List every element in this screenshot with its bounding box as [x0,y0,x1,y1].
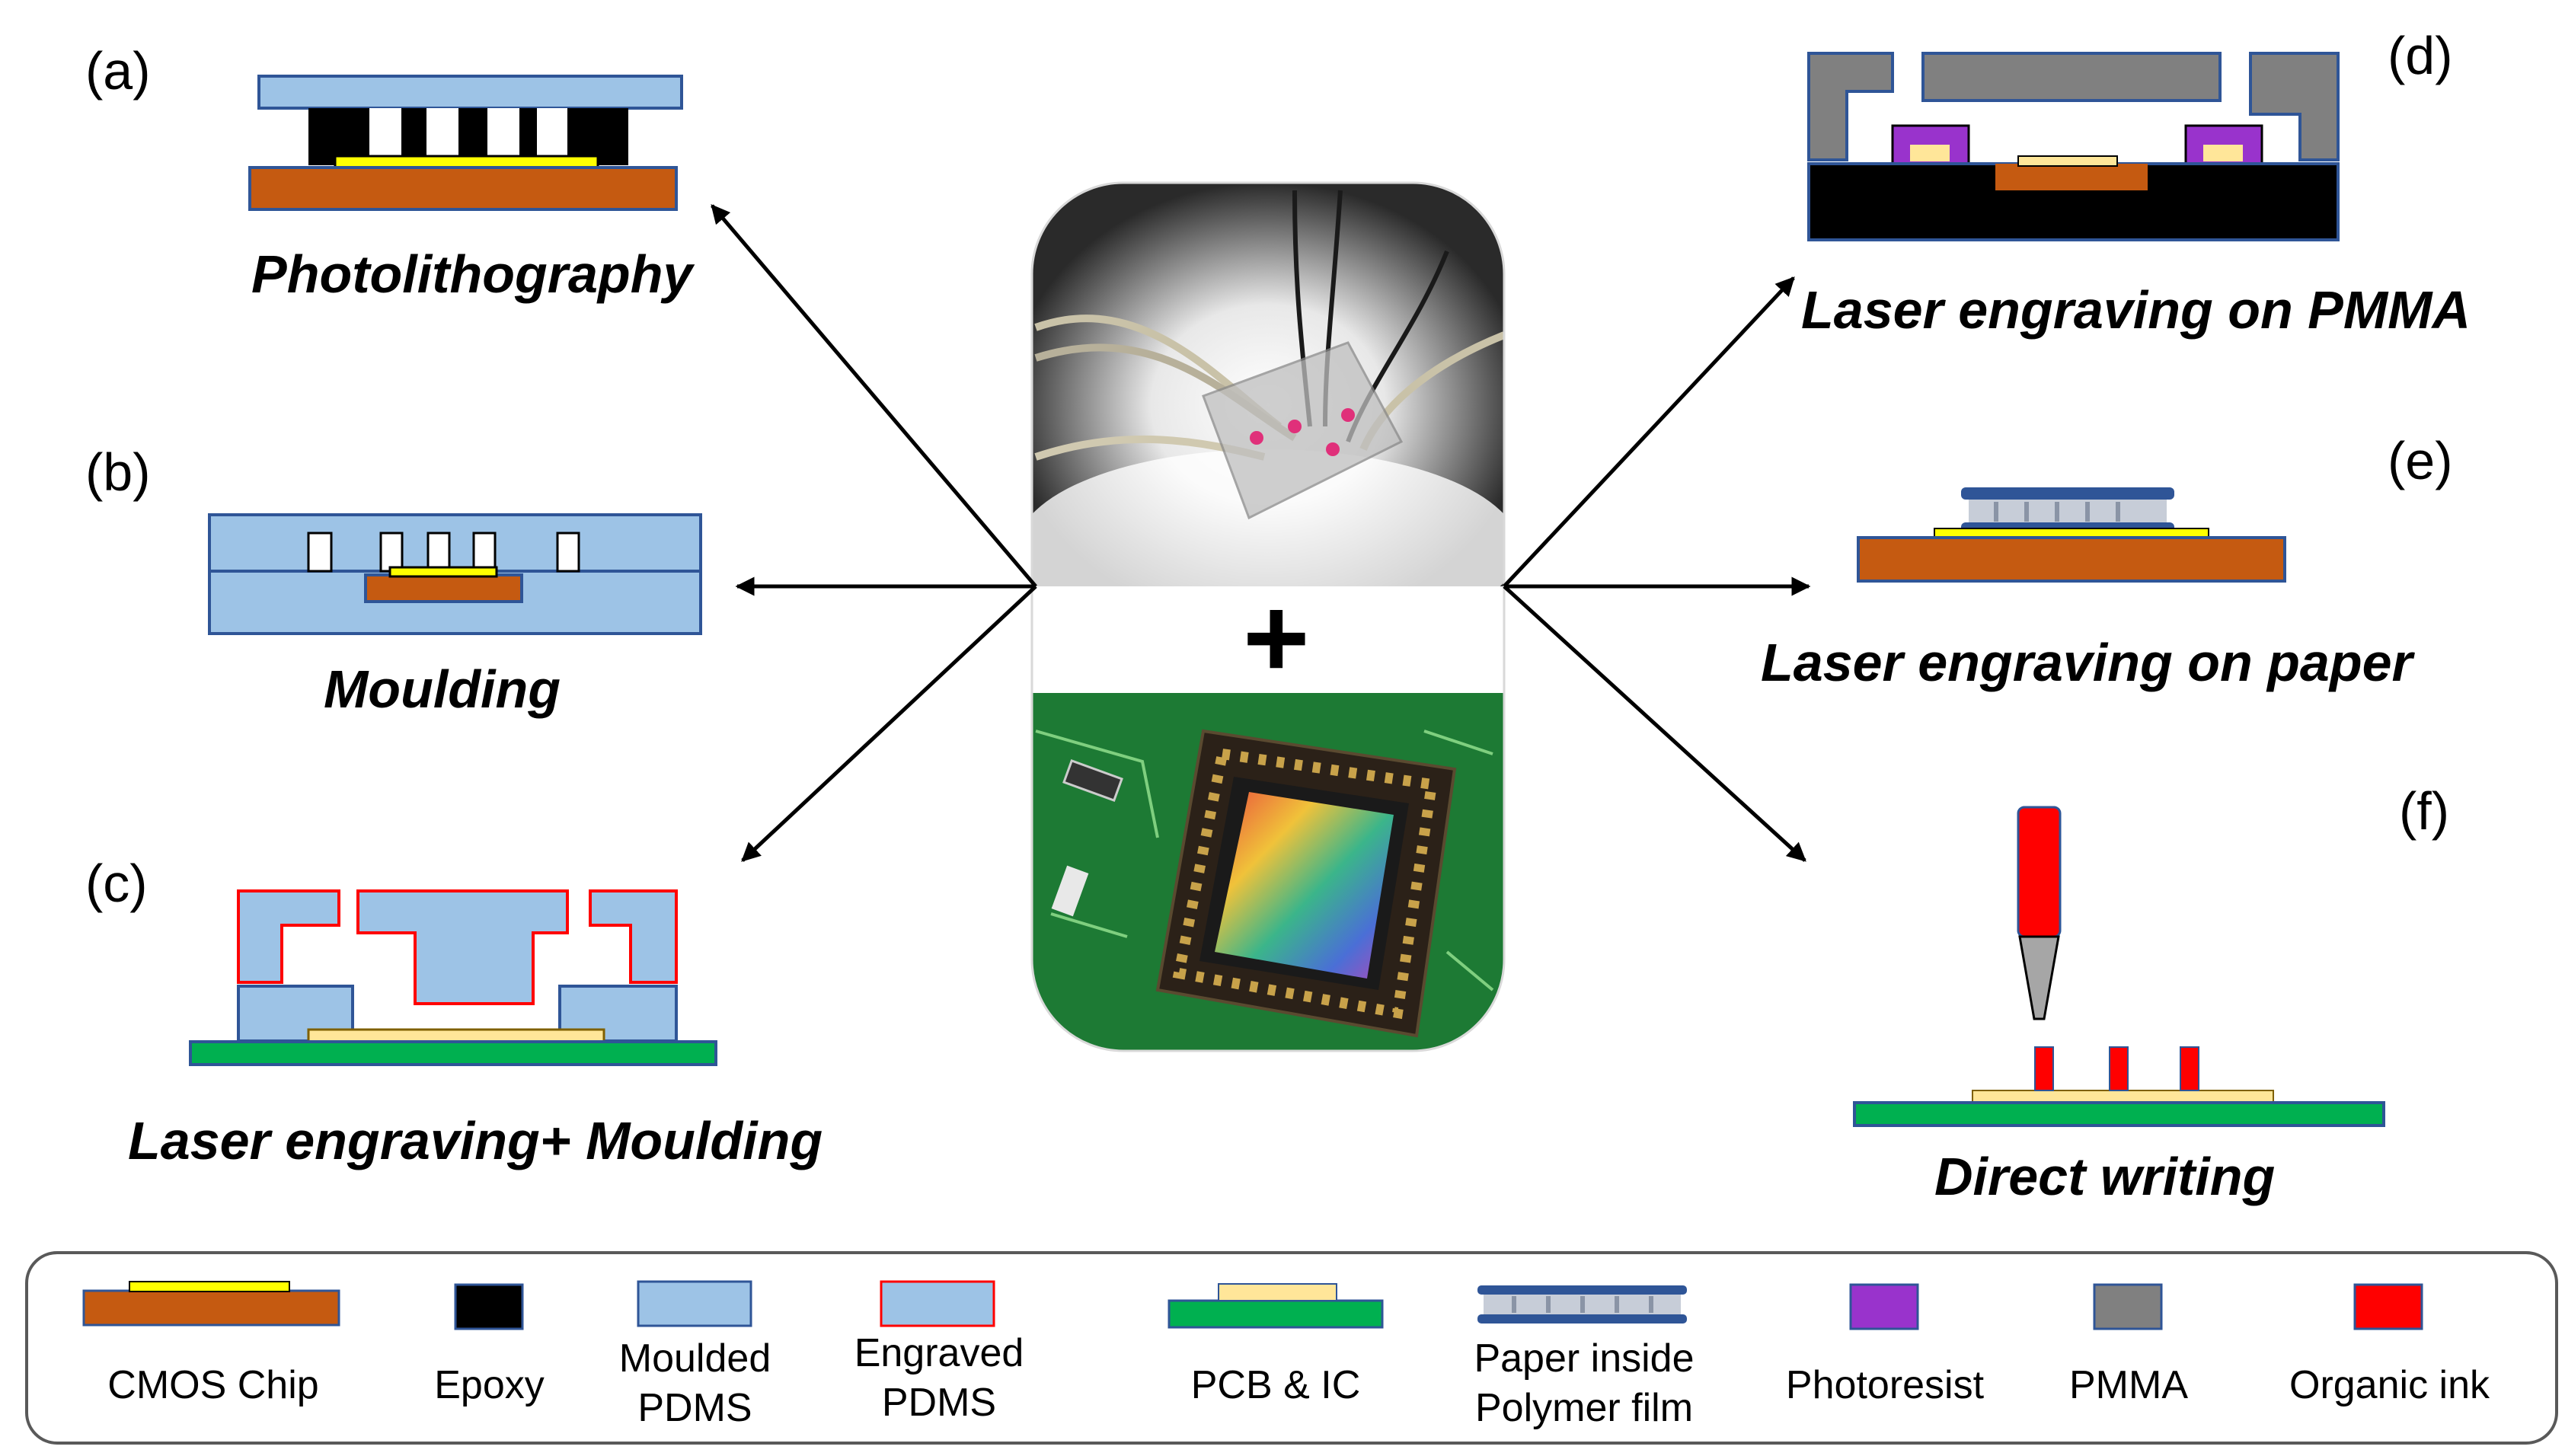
legend-swatch-epoxy [454,1283,524,1330]
panel-letter-d: (d) [2388,26,2453,85]
method-caption-b: Moulding [324,659,561,719]
legend-label-photoresist: Photoresist [1785,1363,1985,1407]
legend-swatch-photoresist [1849,1283,1919,1330]
legend-label-engraved-pdms: Engraved PDMS [854,1331,1024,1425]
method-caption-d: Laser engraving on PMMA [1801,280,2471,340]
legend-label-paper-polymer: Paper inside Polymer film [1474,1336,1695,1430]
panel-c-diagram [189,889,717,1066]
method-caption-e: Laser engraving on paper [1761,633,2413,692]
arrow-to-a [711,204,1037,588]
panel-e-diagram [1857,487,2286,583]
legend-swatch-engraved-pdms [880,1280,995,1327]
legend-label-moulded-pdms: Moulded PDMS [618,1336,771,1430]
panel-letter-a: (a) [85,41,151,101]
legend-swatch-pcb-ic [1168,1299,1384,1329]
legend-swatch-paper-polymer [1477,1285,1687,1323]
panel-a-diagram [248,75,683,211]
legend-label-organic-ink: Organic ink [2289,1363,2490,1407]
arrow-to-f [1503,585,1806,862]
panel-letter-f: (f) [2399,781,2450,841]
legend-label-pmma: PMMA [2069,1363,2188,1407]
legend-swatch-moulded-pdms [637,1280,752,1327]
arrow-to-d [1503,276,1795,588]
method-caption-f: Direct writing [1934,1147,2276,1206]
method-caption-a: Photolithography [251,244,693,304]
center-photo-composite [1032,183,1504,1051]
arrow-to-c [741,585,1037,862]
legend-label-cmos-chip: CMOS Chip [107,1363,319,1407]
panel-f-diagram [1853,806,2385,1127]
white-separator-band [1032,586,1504,693]
legend-swatches [82,1280,2423,1330]
legend-swatch-pmma [2093,1283,2163,1330]
arrows [711,204,1811,862]
legend-label-pcb-ic: PCB & IC [1190,1363,1361,1407]
plus-sign: + [1243,573,1310,701]
legend-label-epoxy: Epoxy [434,1363,545,1407]
legend-swatch-cmos-chip [82,1289,340,1327]
panel-d-diagram [1807,52,2340,241]
method-caption-c: Laser engraving+ Moulding [128,1111,823,1170]
panel-letter-b: (b) [85,442,151,502]
panel-b-diagram [208,513,702,635]
legend-box [25,1251,2558,1445]
legend-swatch-organic-ink [2353,1283,2423,1330]
panel-letter-c: (c) [85,854,148,913]
panel-letter-e: (e) [2388,431,2453,490]
